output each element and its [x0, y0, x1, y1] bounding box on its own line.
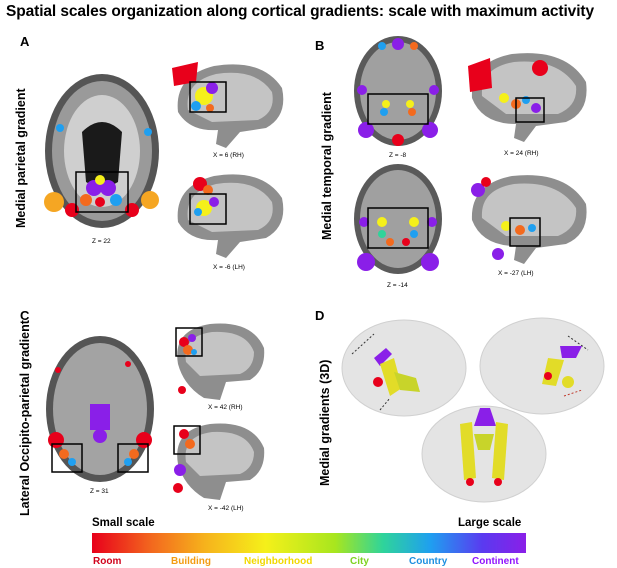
brain-sagittal-b-rh — [466, 48, 592, 144]
brain-axial-a — [42, 72, 162, 230]
coord-c-3: X = -42 (LH) — [208, 505, 244, 512]
brain-axial-c — [44, 334, 156, 484]
category-city: City — [350, 556, 369, 567]
panel-letter-b: B — [315, 38, 325, 53]
coord-a-1: X = 6 (RH) — [213, 152, 244, 159]
coord-b-4: X = -27 (LH) — [498, 270, 534, 277]
panel-c-label: Lateral Occipito-parietal gradient — [18, 320, 32, 516]
brain-3d-left — [340, 318, 468, 418]
brain-sagittal-a-lh — [170, 168, 288, 260]
brain-sagittal-c-lh — [170, 420, 268, 502]
brain-sagittal-b-lh — [466, 170, 592, 266]
category-country: Country — [409, 556, 448, 567]
coord-b-1: Z = -8 — [389, 152, 407, 159]
brain-3d-bottom — [420, 400, 548, 504]
panel-letter-c: C — [20, 308, 30, 323]
coord-a-3: X = -6 (LH) — [213, 264, 245, 271]
panel-letter-d: D — [315, 308, 325, 323]
category-room: Room — [93, 556, 122, 567]
brain-sagittal-c-rh — [170, 320, 268, 402]
brain-axial-b-top — [352, 34, 444, 148]
panel-a-label: Medial parietal gradient — [14, 88, 28, 228]
coord-b-3: Z = -14 — [387, 282, 408, 289]
category-neighborhood: Neighborhood — [244, 556, 313, 567]
coord-c-1: X = 42 (RH) — [208, 404, 243, 411]
category-continent: Continent — [472, 556, 519, 567]
coord-c-2: Z = 31 — [90, 488, 109, 495]
panel-d-label: Medial gradients (3D) — [318, 359, 332, 486]
figure-title: Spatial scales organization along cortic… — [6, 3, 594, 20]
coord-b-2: X = 24 (RH) — [504, 150, 539, 157]
brain-3d-right — [478, 316, 606, 416]
brain-sagittal-a-rh — [170, 58, 288, 150]
panel-letter-a: A — [20, 34, 30, 49]
large-scale-label: Large scale — [458, 517, 522, 529]
panel-b-label: Medial temporal gradient — [320, 92, 334, 240]
small-scale-label: Small scale — [92, 517, 155, 529]
coord-a-2: Z = 22 — [92, 238, 111, 245]
brain-axial-b-bottom — [352, 162, 444, 276]
scale-colorbar — [92, 533, 526, 553]
category-building: Building — [171, 556, 211, 567]
